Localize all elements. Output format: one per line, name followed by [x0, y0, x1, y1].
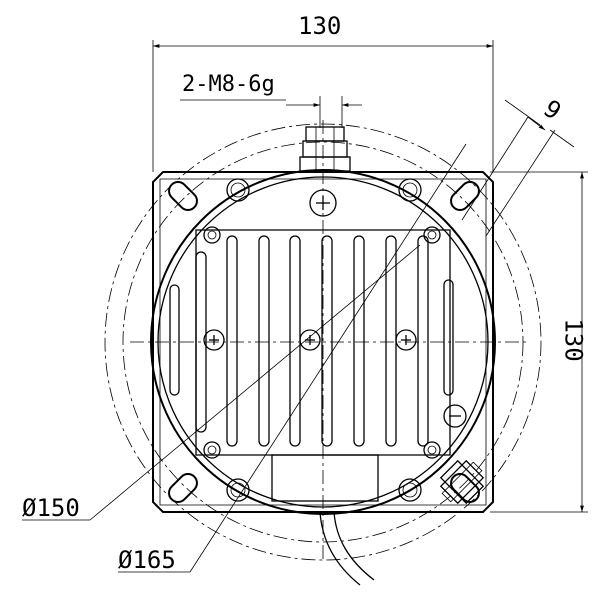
fixing-screws [203, 178, 441, 502]
thread-label: 2-M8-6g [182, 72, 275, 97]
diameter-150-label: Ø150 [22, 494, 80, 522]
top-gland [299, 126, 351, 172]
thread-callout [180, 96, 362, 128]
slot-dimension-leader [461, 99, 575, 237]
diameter-165-leader [118, 143, 467, 573]
base-plate [152, 171, 494, 513]
width-dimension [152, 40, 494, 172]
housing-inner [157, 176, 489, 508]
diameter-150-leader [22, 244, 421, 521]
width-label: 130 [298, 12, 342, 40]
cooling-fins [169, 235, 454, 447]
label-plate [271, 454, 379, 502]
height-label: 130 [559, 318, 588, 362]
crosshead-screws [203, 189, 467, 428]
height-dimension [490, 171, 588, 513]
diameter-165-label: Ø165 [118, 546, 176, 574]
cable [319, 511, 375, 586]
cable-gland [439, 459, 485, 505]
housing-outer [150, 169, 496, 515]
